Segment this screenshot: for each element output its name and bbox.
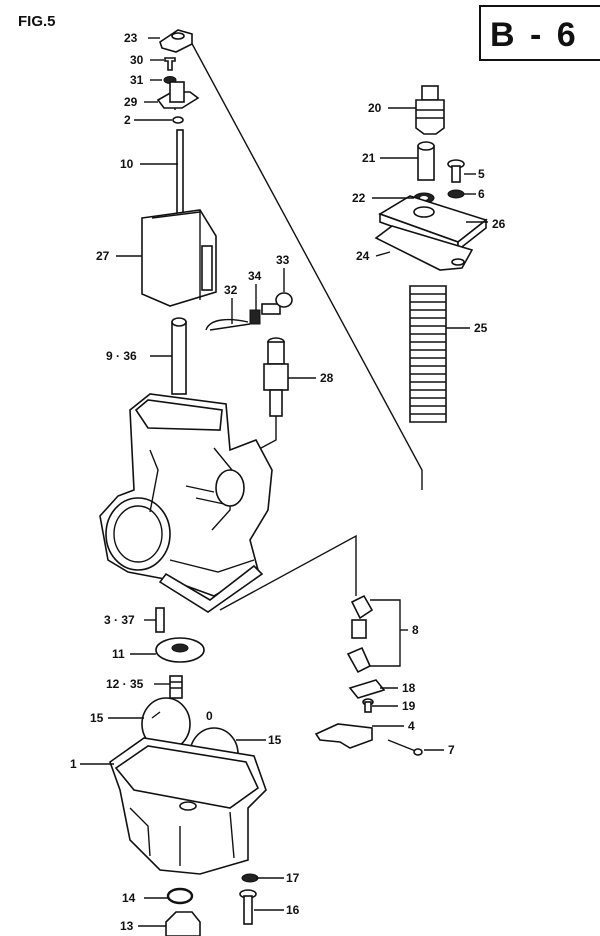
callout-7: 7 [448,743,455,757]
callout-6: 6 [478,187,485,201]
part-cable-guide [417,141,435,181]
part-oring-14 [166,887,194,905]
part-washer-17 [241,873,259,883]
part-gasket [374,225,474,271]
callout-23: 23 [124,31,138,45]
callout-34: 34 [248,269,262,283]
float-valve-guide [219,534,357,611]
part-cap-screw [164,57,176,71]
part-clip [172,116,184,124]
callout-25: 25 [474,321,488,335]
callout-26: 26 [492,217,506,231]
callout-24: 24 [356,249,370,263]
callout-8: 8 [412,623,419,637]
callout-18: 18 [402,681,416,695]
callout-31: 31 [130,73,144,87]
callout-17: 17 [286,871,300,885]
callout-22: 22 [352,191,366,205]
callout-9-36: 9 · 36 [106,349,137,363]
callout-5: 5 [478,167,485,181]
callout-1: 1 [70,757,77,771]
callout-29: 29 [124,95,138,109]
part-float-pin-holder [348,679,386,699]
callout-15-right: 15 [268,733,282,747]
callout-3-37: 3 · 37 [104,613,135,627]
part-cable-adjuster-plate [156,81,200,109]
part-drain-plug [165,911,201,936]
part-main-jet [155,607,165,633]
part-screw-19 [362,698,374,713]
callout-2: 2 [124,113,131,127]
part-bolt-16 [239,889,257,925]
callout-21: 21 [362,151,376,165]
part-float-chamber [109,737,267,875]
part-air-screw [249,337,289,455]
part-small-spring [249,309,261,325]
part-needle-jet [171,317,187,395]
part-throttle-cap [159,29,193,53]
part-idle-screw [261,292,293,315]
callout-14: 14 [122,891,136,905]
part-pilot-jet [169,675,183,699]
part-spring-clip [205,318,251,331]
callout-10: 10 [120,157,134,171]
callout-28: 28 [320,371,334,385]
callout-32: 32 [224,283,238,297]
callout-30: 30 [130,53,144,67]
part-float-arm [314,723,373,749]
part-carburetor-body [99,393,273,613]
callout-20: 20 [368,101,382,115]
callout-0: 0 [206,709,213,723]
section-code-box: B - 6 [479,5,600,61]
callout-4: 4 [408,719,415,733]
callout-27: 27 [96,249,110,263]
section-code: B - 6 [490,16,579,54]
callout-labels: 23 30 31 29 2 10 27 20 21 5 22 6 26 24 2… [70,31,506,933]
part-cable-adjuster [415,85,445,135]
part-screw-5 [447,159,465,183]
figure-label: FIG.5 [18,13,56,30]
callout-33: 33 [276,253,290,267]
leader-lines [80,37,488,927]
part-float-pin [387,739,423,756]
part-rubber-boot [409,285,447,423]
part-oring-6 [447,189,465,199]
part-float-valve [346,594,401,674]
callout-11: 11 [112,647,125,661]
callout-12-35: 12 · 35 [106,677,144,691]
callout-19: 19 [402,699,416,713]
callout-15-left: 15 [90,711,104,725]
part-baffle-plate [155,637,205,663]
callout-13: 13 [120,919,134,933]
part-throttle-valve [141,209,217,307]
callout-16: 16 [286,903,300,917]
